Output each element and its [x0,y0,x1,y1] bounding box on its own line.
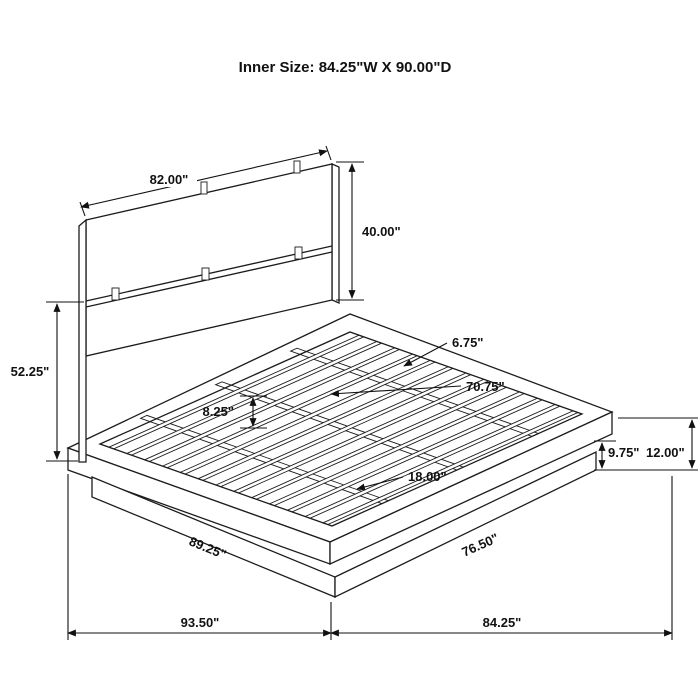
dimension-line [80,149,328,209]
dim-slat-length: 70.75" [330,379,505,398]
dim-base-height-label: 9.75" [608,445,639,460]
dim-headboard-width: 82.00" [79,145,332,217]
dim-overall-width-label: 93.50" [181,615,220,630]
diagram-title: Inner Size: 84.25"W X 90.00"D [239,59,452,76]
dim-slat-length-label: 70.75" [466,379,505,394]
seam-bracket [294,246,303,260]
headboard-right-edge [331,163,340,304]
dim-support-spacing-label: 18.00" [408,469,447,484]
dim-headboard-panel-height: 40.00" [336,161,401,301]
dim-headboard-height: 52.25" [11,301,84,462]
dim-overall-width: 93.50" [67,474,332,640]
dim-headboard-height-label: 52.25" [11,364,50,379]
dim-slat-spacing-label: 8.25" [203,404,234,419]
dim-rail-width-label: 6.75" [452,335,483,350]
dim-right-heights: 9.75" 12.00" [594,417,698,471]
dim-headboard-width-label: 82.00" [150,172,189,187]
seam-bracket [201,267,210,281]
top-pin [200,181,208,195]
rail-face-right [329,410,613,566]
dim-overall-depth: 84.25" [330,476,673,640]
headboard [78,160,340,463]
top-pin [293,160,301,174]
leader-line [330,385,462,398]
label-backdrop [141,172,197,187]
extension-line [79,201,86,217]
dim-base-depth-label: 76.50" [459,530,500,559]
extension-line [325,145,332,161]
platform-inner-edge [98,331,584,527]
dim-frame-height-label: 12.00" [646,445,685,460]
platform [66,313,614,599]
leader-line [403,342,448,367]
dim-overall-depth-label: 84.25" [483,615,522,630]
dim-support-spacing: 18.00" [356,469,447,491]
dim-rail-width: 6.75" [403,335,483,367]
dim-slat-spacing: 8.25" [203,395,267,429]
leader-line [356,476,404,491]
seam-bracket [111,287,120,301]
dim-headboard-panel-height-label: 40.00" [362,224,401,239]
headboard-left-leg [78,218,87,463]
